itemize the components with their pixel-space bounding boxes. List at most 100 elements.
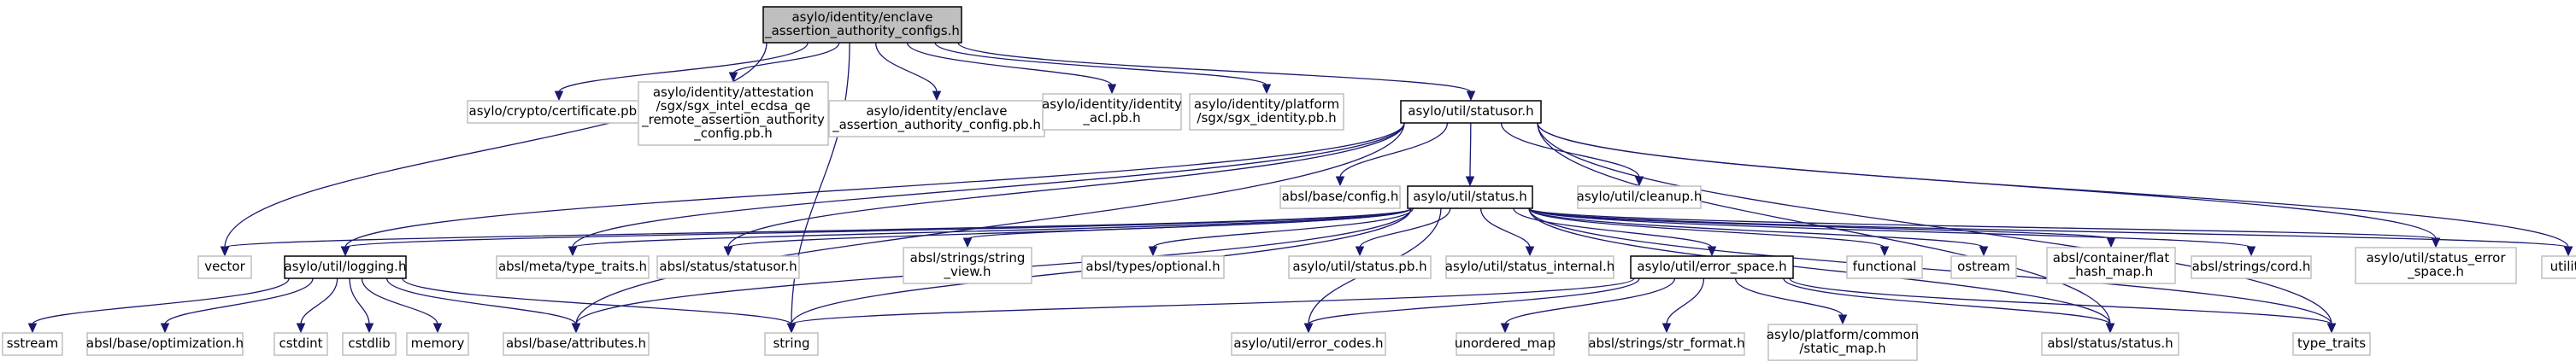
edge-line [1152,207,1414,248]
edge-error-space-to-str-format [1661,277,1705,334]
node-box [284,255,407,279]
edge-line [1504,277,1676,325]
node-certificate-pb: asylo/crypto/certificate.pb.h [467,100,651,124]
node-string-view: absl/strings/string_view.h [903,247,1032,284]
edge-line [1537,122,2332,325]
node-box [2541,255,2576,279]
node-root[interactable]: asylo/identity/enclave_assertion_authori… [762,6,962,44]
node-str-format: absl/strings/str_format.h [1588,332,1745,356]
node-label: _config.pb.h [693,126,773,142]
node-label: absl/base/config.h [1282,189,1399,204]
node-identity-acl-pb: asylo/identity/identity_acl.pb.h [1042,93,1182,131]
edge-arrowhead [2431,237,2441,248]
edge-error-space-to-error-codes [1303,277,1640,334]
node-label: _space.h [2407,264,2464,280]
node-optional: absl/types/optional.h [1081,255,1225,279]
edge-arrowhead [723,246,733,257]
edge-status-to-optional [1148,207,1414,257]
edge-logging-to-sstream [27,277,290,334]
node-status-pb: asylo/util/status.pb.h [1288,255,1432,279]
edge-arrowhead [568,246,578,257]
node-label: /sgx/sgx_intel_ecdsa_qe [656,98,811,114]
edge-line [558,42,809,93]
node-utility: utility [2541,255,2576,279]
node-label: type_traits [2297,336,2366,352]
node-label: _assertion_authority_config.pb.h [832,117,1041,133]
edge-status-to-cord [1528,207,2256,257]
edge-line [1308,277,1640,325]
node-ecdsa-qe-pb: asylo/identity/attestation/sgx/sgx_intel… [638,81,829,146]
node-box [1407,185,1533,209]
edge-line [572,207,1412,248]
node-error-space[interactable]: asylo/util/error_space.h [1630,255,1794,279]
node-label: absl/base/attributes.h [506,336,646,351]
node-label: _assertion_authority_configs.h [764,23,960,39]
edge-arrowhead [432,323,443,334]
node-label: asylo/util/cleanup.h [1577,189,1703,204]
node-box [762,6,962,44]
edge-root-to-ecdsa-qe-pb [728,42,840,83]
node-label: unordered_map [1455,336,1556,352]
node-label: asylo/util/error_space.h [1637,259,1786,275]
node-label: absl/status/status.h [2047,336,2173,351]
node-type-traits-meta: absl/meta/type_traits.h [496,255,650,279]
edge-line [1528,207,1885,248]
node-box [86,332,244,356]
node-label: asylo/identity/enclave [791,9,932,25]
edge-line [32,277,290,325]
node-box [1445,255,1614,279]
edge-logging-to-string [402,277,797,334]
edge-arrowhead [1879,246,1890,257]
dependency-edges [27,42,2573,334]
edge-line [1339,122,1449,178]
edge-line [957,42,1472,93]
edge-arrowhead [160,323,170,334]
edge-line [1513,207,1713,248]
edge-arrowhead [2326,323,2337,334]
node-label: /static_map.h [1799,341,1885,357]
node-logging[interactable]: asylo/util/logging.h [284,255,407,279]
node-box [656,255,800,279]
edge-line [361,277,438,325]
edge-arrowhead [728,72,738,83]
node-status[interactable]: asylo/util/status.h [1407,185,1533,209]
edge-line [727,207,1412,248]
edge-line [906,42,1113,86]
node-label: /sgx/sgx_identity.pb.h [1197,110,1336,126]
edge-arrowhead [554,90,564,102]
node-box [2292,332,2371,356]
edge-line [1528,207,2111,325]
node-cord: absl/strings/cord.h [2191,255,2312,279]
dependency-nodes: asylo/identity/enclave_assertion_authori… [2,6,2576,361]
node-statusor[interactable]: asylo/util/statusor.h [1400,100,1542,124]
node-box [1630,255,1794,279]
node-label: absl/strings/string [910,250,1026,266]
edge-arrowhead [1107,84,1117,95]
edge-line [1789,277,2332,325]
node-label: sstream [7,336,58,351]
edge-error-space-to-type-traits [1789,277,2337,334]
node-label: asylo/util/status.pb.h [1292,259,1426,274]
edge-line [791,42,850,325]
node-box [273,332,328,356]
edge-root-to-sgx-identity-pb [934,42,1272,95]
edge-line [344,122,1405,248]
node-box [2191,255,2312,279]
node-absl-statusor: absl/status/statusor.h [656,255,800,279]
edge-line [1469,122,1472,178]
node-label: asylo/util/statusor.h [1408,103,1533,119]
node-label: _acl.pb.h [1082,110,1140,126]
edge-arrowhead [2105,323,2115,334]
node-box [1577,185,1702,209]
edge-arrowhead [1262,84,1272,95]
edge-line [934,42,1267,86]
edge-line [967,207,1412,240]
edge-statusor-to-base-config [1335,122,1449,187]
node-box [1081,255,1225,279]
node-box [1767,324,1918,361]
node-label: absl/meta/type_traits.h [498,259,647,275]
edge-line [1528,207,1985,248]
edge-line [349,277,370,325]
node-functional: functional [1846,255,1923,279]
